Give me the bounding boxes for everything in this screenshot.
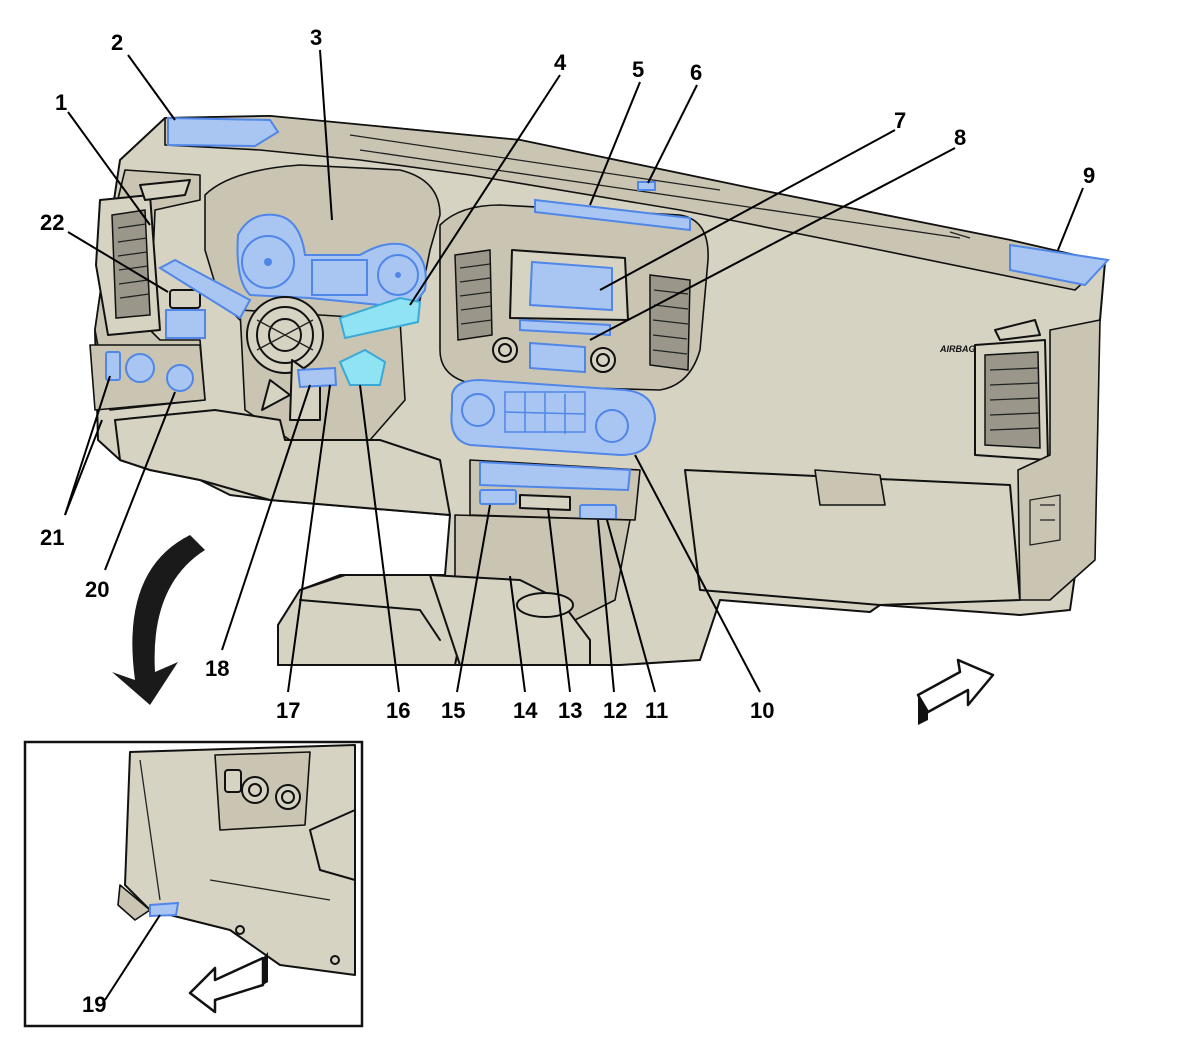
- callout-18: 18: [205, 656, 229, 681]
- center-right-vent: [649, 274, 691, 371]
- airbag-label: AIRBAG: [939, 344, 976, 354]
- inset-highlight-part: [149, 901, 180, 918]
- callout-9: 9: [1083, 163, 1095, 188]
- right-end-cap: [1009, 243, 1111, 287]
- callout-15: 15: [441, 698, 465, 723]
- forward-arrow-icon: [916, 658, 995, 725]
- left-switch-bank: [89, 289, 206, 411]
- leader-lines: [64, 49, 1084, 1001]
- callout-13: 13: [558, 698, 582, 723]
- ignition-switch: [338, 348, 387, 386]
- instrument-cluster: [236, 213, 427, 312]
- center-upper-trim: [534, 198, 691, 232]
- inset-direction-arrow-icon: [188, 956, 265, 1014]
- callout-labels: 1 2 3 4 5 6 7 8 9 10 11 12 13 14 15 16 1…: [40, 25, 1095, 1017]
- hvac-control-panel: [450, 378, 657, 457]
- right-end-panel: [1017, 319, 1101, 601]
- callout-21: 21: [40, 525, 64, 550]
- callout-14: 14: [513, 698, 538, 723]
- turn-signal-switch: [158, 258, 252, 320]
- column-switch-bank: [296, 366, 338, 389]
- glove-box: [684, 469, 1021, 606]
- callout-17: 17: [276, 698, 300, 723]
- callout-5: 5: [632, 57, 644, 82]
- callout-16: 16: [386, 698, 410, 723]
- callout-8: 8: [954, 125, 966, 150]
- sunload-sensor: [637, 181, 656, 191]
- center-left-vent: [454, 249, 493, 341]
- callout-22: 22: [40, 210, 64, 235]
- inset-view: [23, 740, 364, 1028]
- callout-20: 20: [85, 577, 109, 602]
- callout-4: 4: [554, 50, 567, 75]
- left-end-cap: [167, 116, 280, 148]
- callout-11: 11: [645, 698, 668, 723]
- defroster-grille: [349, 134, 971, 239]
- callout-12: 12: [603, 698, 627, 723]
- rotation-arrow-icon: [112, 535, 205, 705]
- right-air-vent: [974, 319, 1049, 461]
- callout-6: 6: [690, 60, 702, 85]
- callout-3: 3: [310, 25, 322, 50]
- radio-controls: [492, 337, 616, 374]
- callout-1: 1: [55, 90, 67, 115]
- callout-2: 2: [111, 30, 123, 55]
- dash-top-surface: [164, 115, 1106, 291]
- radio-display: [509, 249, 629, 337]
- left-air-vent: [95, 179, 191, 336]
- wiper-switch: [338, 296, 422, 340]
- callout-7: 7: [894, 108, 906, 133]
- callout-10: 10: [750, 698, 774, 723]
- callout-19: 19: [82, 992, 106, 1017]
- knee-bolster: [114, 409, 451, 516]
- instrument-panel: AIRBAG: [89, 115, 1111, 666]
